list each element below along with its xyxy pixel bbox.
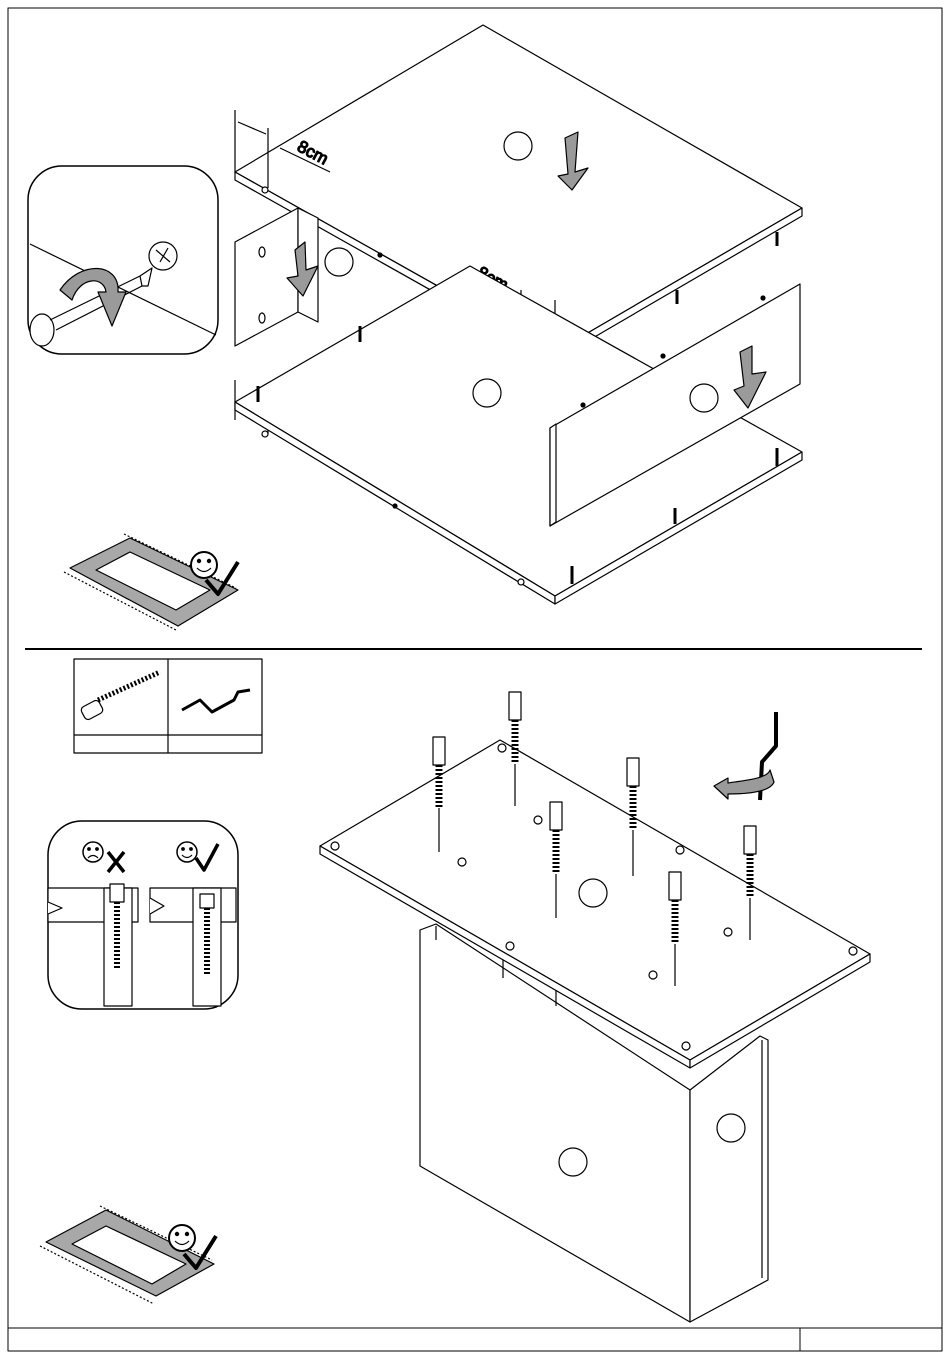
footer-bar	[8, 1328, 942, 1351]
bottom-board	[235, 266, 802, 604]
protective-mat	[64, 534, 238, 630]
step2-panel	[40, 659, 870, 1322]
parts-table	[74, 659, 262, 753]
hex-key-rotate-icon	[714, 712, 776, 800]
protective-mat	[40, 1206, 214, 1304]
step1-panel: 8cm 8cm 8cm 8cm	[28, 25, 802, 630]
cam-lock-icon	[149, 242, 177, 270]
correct-wrong-inset	[48, 821, 238, 1009]
screwdriver-inset	[28, 166, 218, 354]
top-board-step2	[320, 740, 870, 1068]
